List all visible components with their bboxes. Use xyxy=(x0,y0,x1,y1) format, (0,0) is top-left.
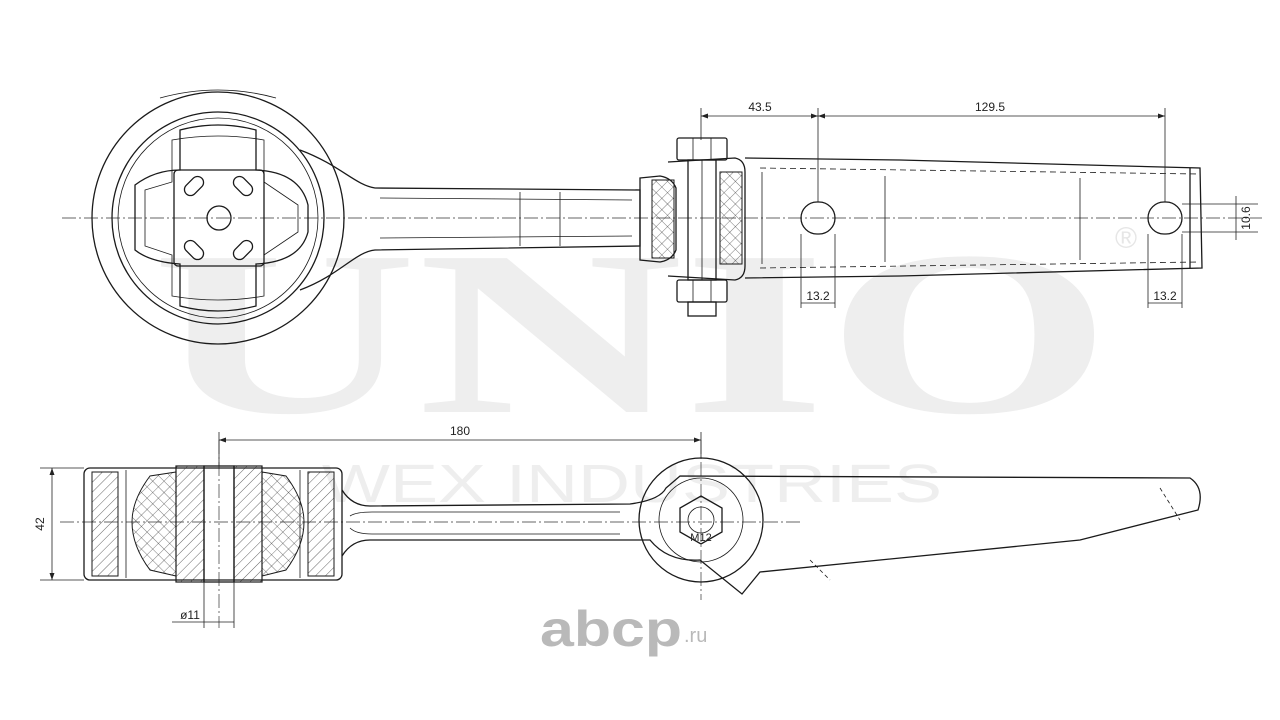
top-bushing-body xyxy=(134,124,309,312)
top-outer-ring xyxy=(91,91,345,345)
side-right-ring xyxy=(307,471,335,577)
side-view: M12 180 42 ø11 xyxy=(33,424,1201,628)
abcp-logo: abcp .ru xyxy=(540,601,707,657)
watermark-brand: UNIO xyxy=(152,203,1112,463)
side-rubber-left xyxy=(131,471,177,577)
top-view: 43.5 129.5 13.2 13.2 10.6 xyxy=(62,89,1262,345)
top-blade xyxy=(744,157,1203,279)
abcp-logo-suffix: .ru xyxy=(684,625,707,647)
dim-body-height: 42 xyxy=(33,467,84,581)
side-housing xyxy=(83,467,343,581)
dim-slot-height: 10.6 xyxy=(1182,196,1258,240)
dim-top: 43.5 129.5 xyxy=(700,100,1166,202)
dim-body-height-value: 42 xyxy=(33,517,47,531)
dim-bore: ø11 xyxy=(172,582,235,628)
dim-top-offset: 43.5 xyxy=(748,100,772,114)
dim-bore-value: ø11 xyxy=(180,608,200,622)
top-bracket xyxy=(667,157,746,281)
side-bolt-label: M12 xyxy=(690,532,711,544)
top-slots xyxy=(183,175,254,261)
dim-top-spacing: 129.5 xyxy=(975,100,1005,114)
top-inner-ring xyxy=(111,111,325,325)
dim-slot-height-value: 10.6 xyxy=(1239,206,1253,230)
top-bolt xyxy=(676,137,728,317)
top-small-bushing xyxy=(639,175,677,263)
watermark-registered: ® xyxy=(1115,222,1137,255)
abcp-logo-name: abcp xyxy=(540,601,682,657)
side-arm xyxy=(341,475,1201,595)
top-center-bore xyxy=(206,205,232,231)
watermark-subtitle: WEX INDUSTRIES xyxy=(322,454,942,514)
side-bolt-hex xyxy=(679,495,723,545)
side-sleeve-left xyxy=(175,465,205,583)
side-left-ring xyxy=(91,471,119,577)
dim-hole-widths: 13.2 13.2 xyxy=(800,234,1183,308)
dim-overall-length-value: 180 xyxy=(450,424,470,438)
side-rubber-right xyxy=(261,471,305,577)
top-center-block xyxy=(173,169,265,267)
side-sleeve-right xyxy=(233,465,263,583)
dim-hole-left: 13.2 xyxy=(806,289,830,303)
top-small-bushing-hatch xyxy=(651,179,675,259)
dim-overall-length: 180 xyxy=(218,424,702,466)
top-bracket-bushing xyxy=(719,171,743,265)
dim-hole-right: 13.2 xyxy=(1153,289,1177,303)
